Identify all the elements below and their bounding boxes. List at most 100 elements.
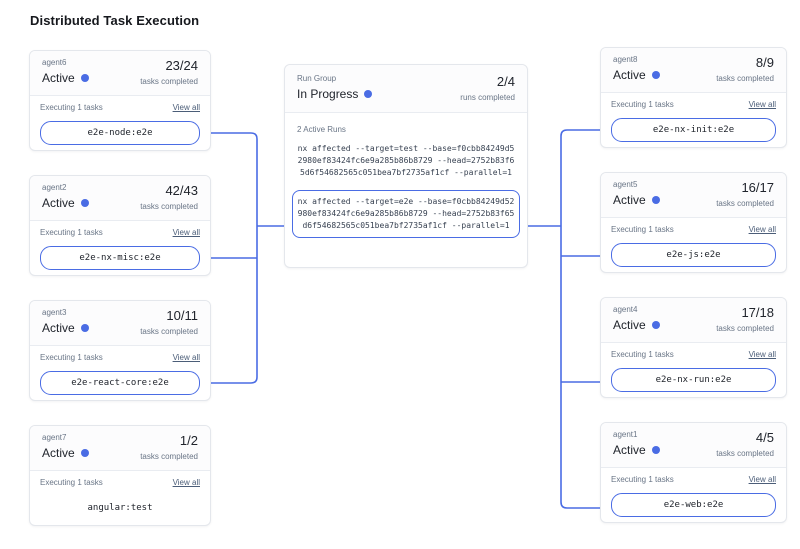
agent-card: agent4 Active 17/18 tasks completed Exec… [600,297,787,398]
run-command-e2e-highlighted[interactable]: nx affected --target=e2e --base=f0cbb842… [292,190,520,238]
executing-tasks-label: Executing 1 tasks [40,228,103,237]
tasks-count: 42/43 [165,183,198,198]
executing-tasks-label: Executing 1 tasks [40,478,103,487]
tasks-count-label: tasks completed [140,202,198,211]
view-all-link[interactable]: View all [748,475,776,484]
executing-tasks-label: Executing 1 tasks [611,225,674,234]
tasks-count: 23/24 [165,58,198,73]
agent-card-header: agent7 Active 1/2 tasks completed [30,426,210,471]
runs-count: 2/4 [496,74,515,89]
tasks-count-label: tasks completed [140,452,198,461]
view-all-link[interactable]: View all [172,478,200,487]
tasks-count-label: tasks completed [716,199,774,208]
executing-tasks-label: Executing 1 tasks [611,100,674,109]
task-name: e2e-js:e2e [666,250,721,260]
agent-card-body: Executing 1 tasks View all e2e-nx-init:e… [601,93,786,142]
agent-name: agent5 [613,180,638,189]
agent-card: agent6 Active 23/24 tasks completed Exec… [29,50,211,151]
agent-card-header: agent6 Active 23/24 tasks completed [30,51,210,96]
agent-name: agent8 [613,55,638,64]
agent-card-header: agent5 Active 16/17 tasks completed [601,173,786,218]
tasks-count: 10/11 [166,308,198,323]
tasks-count: 8/9 [755,55,774,70]
executing-tasks-label: Executing 1 tasks [40,353,103,362]
tasks-count-label: tasks completed [716,74,774,83]
task-name: e2e-web:e2e [663,500,724,510]
agent-card-header: agent8 Active 8/9 tasks completed [601,48,786,93]
executing-tasks-label: Executing 1 tasks [40,103,103,112]
task-pill[interactable]: e2e-nx-misc:e2e [40,246,200,270]
task-pill[interactable]: e2e-nx-run:e2e [611,368,776,392]
agent-card: agent1 Active 4/5 tasks completed Execut… [600,422,787,523]
task-pill[interactable]: e2e-js:e2e [611,243,776,267]
page-title: Distributed Task Execution [30,13,200,28]
agent-status: Active [613,68,646,82]
view-all-link[interactable]: View all [172,353,200,362]
status-dot [80,199,89,207]
tasks-count: 16/17 [741,180,774,195]
agent-card-body: Executing 1 tasks View all e2e-nx-run:e2… [601,343,786,392]
view-all-link[interactable]: View all [748,100,776,109]
run-group-header: Run Group In Progress 2/4 runs completed [285,65,527,113]
executing-tasks-label: Executing 1 tasks [611,350,674,359]
active-runs-label: 2 Active Runs [297,125,346,134]
task-pill[interactable]: angular:test [40,496,200,520]
agent-name: agent7 [42,433,67,442]
agent-card-body: Executing 1 tasks View all e2e-react-cor… [30,346,210,395]
agent-card: agent3 Active 10/11 tasks completed Exec… [29,300,211,401]
task-name: e2e-nx-init:e2e [652,125,735,135]
agent-name: agent4 [613,305,638,314]
agent-name: agent1 [613,430,638,439]
agent-card-header: agent1 Active 4/5 tasks completed [601,423,786,468]
agent-card-body: Executing 1 tasks View all e2e-node:e2e [30,96,210,145]
agent-card-header: agent3 Active 10/11 tasks completed [30,301,210,346]
tasks-count-label: tasks completed [716,324,774,333]
agent-name: agent2 [42,183,67,192]
agent-card-header: agent4 Active 17/18 tasks completed [601,298,786,343]
executing-tasks-label: Executing 1 tasks [611,475,674,484]
agent-status: Active [42,446,75,460]
view-all-link[interactable]: View all [748,225,776,234]
run-group-status: In Progress [297,87,359,101]
task-pill[interactable]: e2e-react-core:e2e [40,371,200,395]
left-agent-column: agent6 Active 23/24 tasks completed Exec… [29,50,211,526]
tasks-count-label: tasks completed [140,327,198,336]
agent-card-body: Executing 1 tasks View all e2e-nx-misc:e… [30,221,210,270]
tasks-count: 17/18 [741,305,774,320]
agent-card: agent2 Active 42/43 tasks completed Exec… [29,175,211,276]
task-name: e2e-node:e2e [87,128,153,138]
task-pill[interactable]: e2e-node:e2e [40,121,200,145]
status-dot [651,196,660,204]
run-group-body: 2 Active Runs nx affected --target=test … [285,113,527,238]
tasks-count: 4/5 [755,430,774,445]
run-group-label: Run Group [297,74,337,83]
status-dot [651,321,660,329]
task-pill[interactable]: e2e-nx-init:e2e [611,118,776,142]
agent-card-body: Executing 1 tasks View all e2e-web:e2e [601,468,786,517]
agent-status: Active [42,71,75,85]
agent-card-body: Executing 1 tasks View all e2e-js:e2e [601,218,786,267]
tasks-count-label: tasks completed [140,77,198,86]
agent-status: Active [613,443,646,457]
tasks-count-label: tasks completed [716,449,774,458]
right-agent-column: agent8 Active 8/9 tasks completed Execut… [600,47,787,523]
view-all-link[interactable]: View all [172,103,200,112]
agent-card: agent7 Active 1/2 tasks completed Execut… [29,425,211,526]
agent-status: Active [42,196,75,210]
view-all-link[interactable]: View all [748,350,776,359]
run-command-test: nx affected --target=test --base=f0cbb84… [297,144,515,177]
tasks-count: 1/2 [179,433,198,448]
agent-card-header: agent2 Active 42/43 tasks completed [30,176,210,221]
runs-count-label: runs completed [460,93,515,102]
agent-card-body: Executing 1 tasks View all angular:test [30,471,210,520]
view-all-link[interactable]: View all [172,228,200,237]
agent-status: Active [613,193,646,207]
agent-name: agent3 [42,308,67,317]
agent-card: agent5 Active 16/17 tasks completed Exec… [600,172,787,273]
task-name: e2e-nx-run:e2e [655,375,732,385]
task-name: e2e-react-core:e2e [71,378,169,388]
agent-status: Active [613,318,646,332]
task-pill[interactable]: e2e-web:e2e [611,493,776,517]
status-dot [80,449,89,457]
status-dot [80,324,89,332]
